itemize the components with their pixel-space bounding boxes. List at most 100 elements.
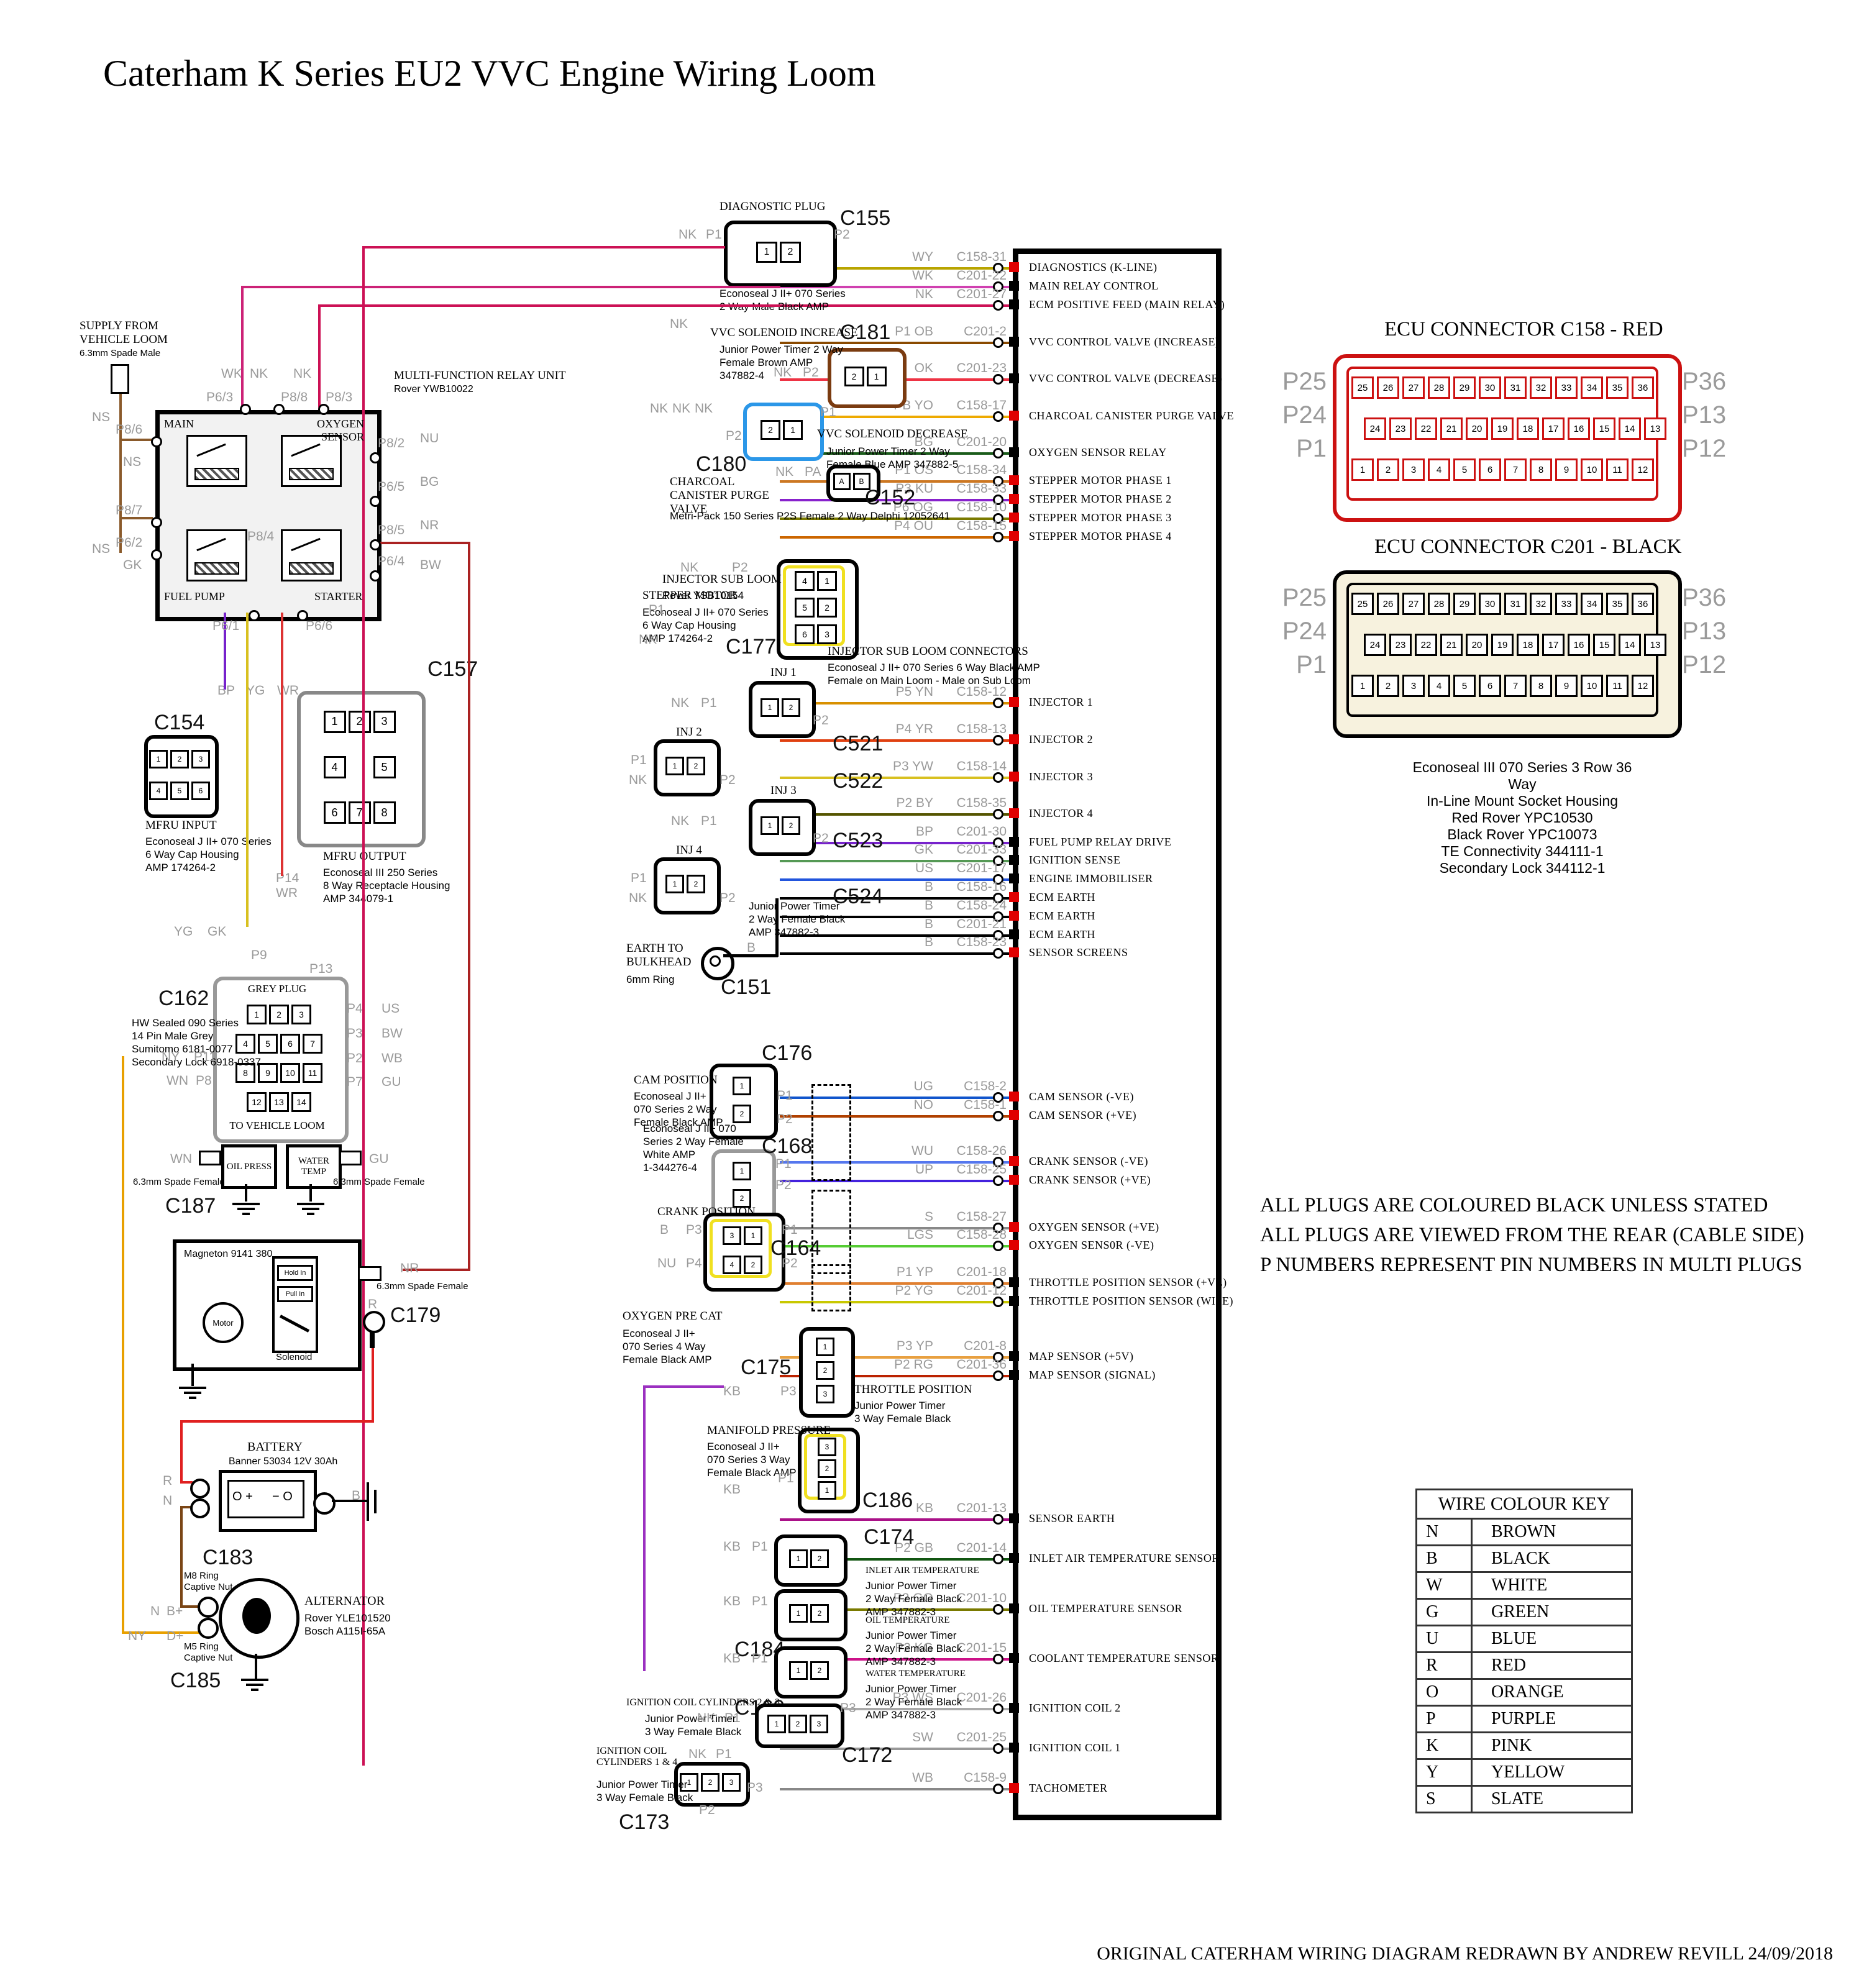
terminal-square-icon [1009,1703,1019,1713]
wire-code-label: BP [915,824,933,839]
wire-segment [377,542,470,544]
ecu-signal-label: COOLANT TEMPERATURE SENSOR [1029,1652,1219,1664]
ecu-connector-pin: 8 [1530,675,1552,697]
wire-pin-label: C158-16 [956,880,1007,894]
connector-desc: White AMP [643,1149,696,1160]
connector-desc-line: Black Rover YPC10073 [1447,826,1597,842]
terminal-square-icon [1009,1653,1019,1663]
wire-code-label: KB [723,1594,741,1608]
ecu-signal-label: CRANK SENSOR (-VE) [1029,1155,1149,1167]
terminal-bullet-icon [993,448,1003,458]
connector-desc: 3 Way Female Black [596,1792,693,1803]
ecu-connector-pin: 36 [1632,593,1654,615]
wire-segment [180,1605,200,1608]
wire-code-label: P3 YW [893,759,933,773]
wire-code-label: P2 [777,1112,793,1126]
wire-key-name: YELLOW [1491,1762,1565,1782]
connector-desc: AMP 174264-2 [642,632,713,644]
connector-desc: Junior Power Timer [596,1779,688,1790]
connector-pin: 6 [323,801,346,824]
wire-segment [281,613,283,876]
ecu-signal-label: OXYGEN SENSOR RELAY [1029,446,1167,458]
wire-code-label: NK [670,317,688,331]
page-title: Caterham K Series EU2 VVC Engine Wiring … [103,53,876,94]
connector-pin: 1 [866,366,887,386]
connector-pin: 3 [373,710,396,733]
wire-code-label: P1 OS [895,463,933,477]
ground-stem [255,1654,257,1679]
connector-pin: 2 [844,366,864,386]
connector-pin: 2 [170,749,189,768]
wire-pin-label: C201-36 [956,1357,1007,1372]
ecu-signal-label: IGNITION COIL 2 [1029,1702,1121,1714]
ecu-connector-pin: 31 [1504,593,1527,615]
wire-code-label: B [924,898,933,913]
pin-row-label: P13 [1682,401,1727,429]
wire-code-label: WK [221,367,242,381]
connector-pin: 3 [722,1773,741,1792]
connector-pin: 1 [247,1004,267,1024]
connector-title: CHARCOAL CANISTER PURGE VALVE [670,475,769,516]
connector-id-c187: C187 [165,1194,216,1218]
connector-desc: Female Brown AMP [720,357,813,368]
ecu-connector-pin: 12 [1632,675,1654,697]
connector-pin: 4 [235,1033,255,1054]
wire-code-label: UG [913,1079,934,1093]
water-temp-sender: WATER TEMP [286,1144,342,1189]
alternator-desc: Bosch A115I-65A [304,1625,386,1637]
connector-desc: 6mm Ring [626,973,675,985]
wire-code-label: R [368,1297,378,1311]
terminal-bullet-icon [993,1352,1003,1362]
wire-code-label: P2 [834,227,850,242]
connector-id-c179: C179 [390,1303,441,1327]
wire-code-label: NK [671,814,690,828]
wire-pin-label: C158-31 [956,250,1007,264]
ecu-connector-pin: 2 [1377,675,1399,697]
connector-pin: 3 [810,1715,828,1733]
wire-pin-label: C201-17 [956,861,1007,875]
wire-code-label: P9 [251,948,267,962]
wire-pin-label: C201-25 [956,1730,1007,1744]
terminal-square-icon [1009,697,1019,707]
ecu-signal-label: STEPPER MOTOR PHASE 3 [1029,511,1172,524]
connector-pin: 2 [687,757,705,775]
ecu-connector-pin: 23 [1389,634,1412,656]
terminal-square-icon [1009,1296,1019,1306]
connector-desc: Junior Power Timer [749,900,840,912]
ecu-connector-pin: 21 [1440,417,1463,440]
wire-segment [224,613,226,690]
connector-id-c186: C186 [862,1489,913,1512]
pin-row-label: P36 [1682,584,1727,611]
wire-code-label: P2 [813,831,829,846]
terminal-bullet-icon [993,300,1003,311]
connector-pin: 7 [303,1033,322,1054]
sub-loom-dashed-box [811,1190,851,1274]
wire-code-label: P3 [347,1026,363,1041]
wire-code-label: WK [912,268,933,283]
ecu-signal-label: THROTTLE POSITION SENSOR (+VE) [1029,1276,1227,1288]
pin-row-label: P1 [1296,651,1327,678]
connector-id-c521: C521 [833,732,884,755]
wire-code-label: P3 [686,1223,702,1237]
spade-desc: 6.3mm Spade Female [377,1281,468,1292]
terminal-bullet-icon [993,1278,1003,1288]
terminal-square-icon [1009,1240,1019,1250]
connector-desc: Econoseal J II+ 070 [643,1123,736,1134]
wire-key-code: R [1417,1653,1473,1678]
terminal-square-icon [1009,892,1019,902]
pin-row-label: P36 [1682,368,1727,395]
ecu-wire [780,1356,1010,1359]
wire-code-label: P14 [276,871,299,885]
wire-pin-label: C201-26 [956,1690,1007,1705]
connector-top-label: GREY PLUG [247,983,307,995]
terminal-bullet-icon [993,1784,1003,1794]
wire-segment [362,246,725,248]
connector-pin: 7 [348,801,371,824]
motor-icon: Motor [203,1302,244,1343]
connector-pin: 4 [323,756,346,778]
wire-key-name: PURPLE [1491,1709,1556,1728]
wire-pin-label: C158-28 [956,1228,1007,1242]
terminal-bullet-icon [993,1223,1003,1233]
connector-pin: 2 [733,1104,751,1123]
